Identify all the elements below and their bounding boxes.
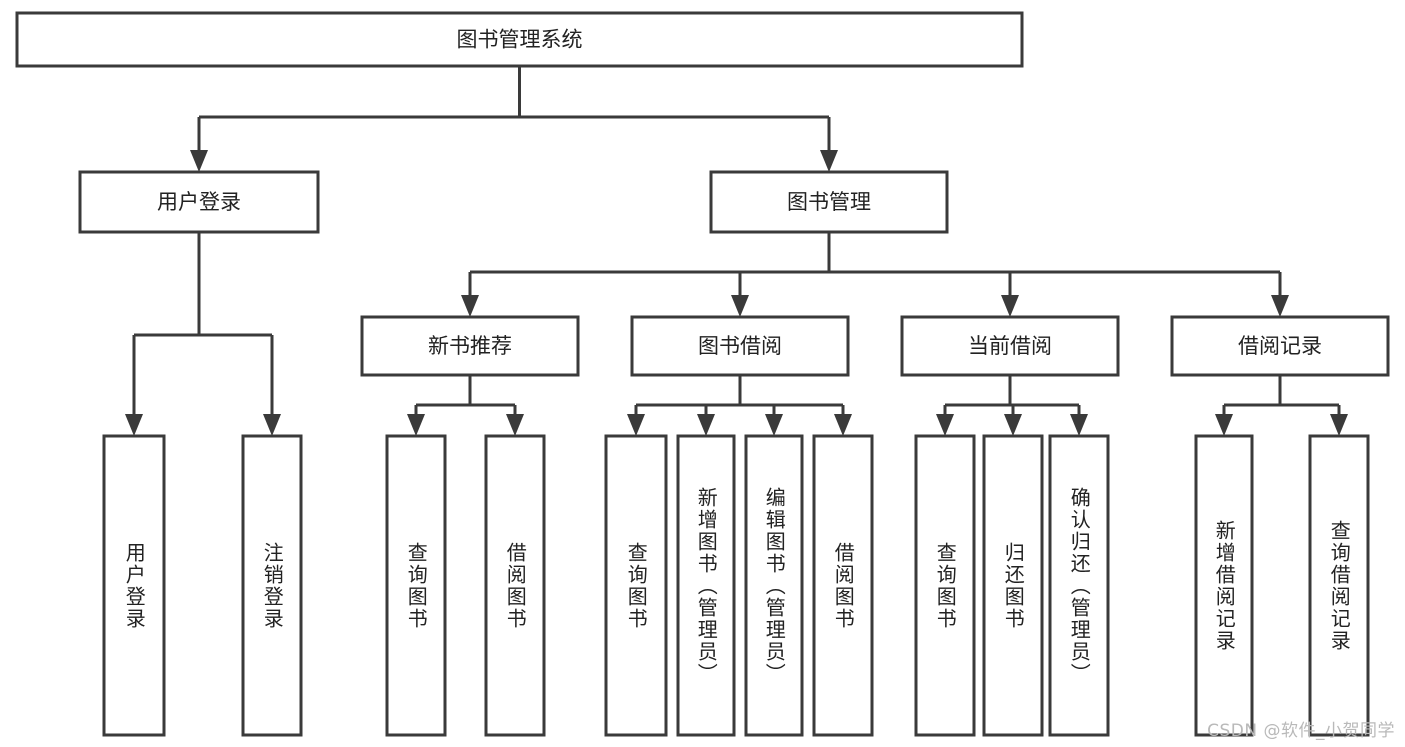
connector-layer — [125, 66, 1348, 436]
node-level2-label-3: 借阅记录 — [1238, 334, 1322, 358]
arrow-head-icon — [407, 414, 425, 436]
node-root[interactable] — [15, 11, 1024, 68]
arrow-head-icon — [1271, 295, 1289, 317]
arrow-head-icon — [820, 150, 838, 172]
node-level2-3[interactable] — [1170, 315, 1390, 377]
node-level2-2[interactable] — [900, 315, 1120, 377]
arrow-head-icon — [936, 414, 954, 436]
arrow-head-icon — [731, 295, 749, 317]
node-level1-label-1: 图书管理 — [787, 190, 871, 214]
node-leaf-11[interactable] — [1194, 434, 1254, 737]
arrow-head-icon — [1330, 414, 1348, 436]
node-level2-1[interactable] — [630, 315, 850, 377]
node-leaf-3[interactable] — [484, 434, 546, 737]
node-leaf-7[interactable] — [812, 434, 874, 737]
arrow-head-icon — [834, 414, 852, 436]
node-leaf-10[interactable] — [1048, 434, 1110, 737]
node-leaf-2[interactable] — [385, 434, 447, 737]
arrow-head-icon — [506, 414, 524, 436]
arrow-head-icon — [190, 150, 208, 172]
watermark: CSDN @软件_小贺同学 — [1207, 721, 1395, 741]
node-leaf-4[interactable] — [604, 434, 668, 737]
arrow-head-icon — [263, 414, 281, 436]
arrow-head-icon — [697, 414, 715, 436]
node-leaf-9[interactable] — [982, 434, 1044, 737]
node-leaf-6[interactable] — [744, 434, 804, 737]
node-level1-label-0: 用户登录 — [157, 190, 241, 214]
arrow-head-icon — [461, 295, 479, 317]
node-leaf-12[interactable] — [1308, 434, 1370, 737]
node-leaf-5[interactable] — [676, 434, 736, 737]
node-level2-label-2: 当前借阅 — [968, 334, 1052, 358]
arrow-head-icon — [765, 414, 783, 436]
node-root-label: 图书管理系统 — [457, 28, 583, 52]
arrow-head-icon — [1004, 414, 1022, 436]
arrow-head-icon — [1215, 414, 1233, 436]
node-level2-0[interactable] — [360, 315, 580, 377]
node-leaf-0[interactable] — [102, 434, 166, 737]
arrow-head-icon — [125, 414, 143, 436]
arrow-head-icon — [1070, 414, 1088, 436]
node-box-layer — [15, 11, 1390, 737]
arrow-head-icon — [1001, 295, 1019, 317]
node-level1-1[interactable] — [709, 170, 949, 234]
node-level1-0[interactable] — [78, 170, 320, 234]
node-level2-label-0: 新书推荐 — [428, 334, 512, 358]
node-leaf-1[interactable] — [241, 434, 303, 737]
node-leaf-8[interactable] — [914, 434, 976, 737]
arrow-head-icon — [627, 414, 645, 436]
node-level2-label-1: 图书借阅 — [698, 334, 782, 358]
